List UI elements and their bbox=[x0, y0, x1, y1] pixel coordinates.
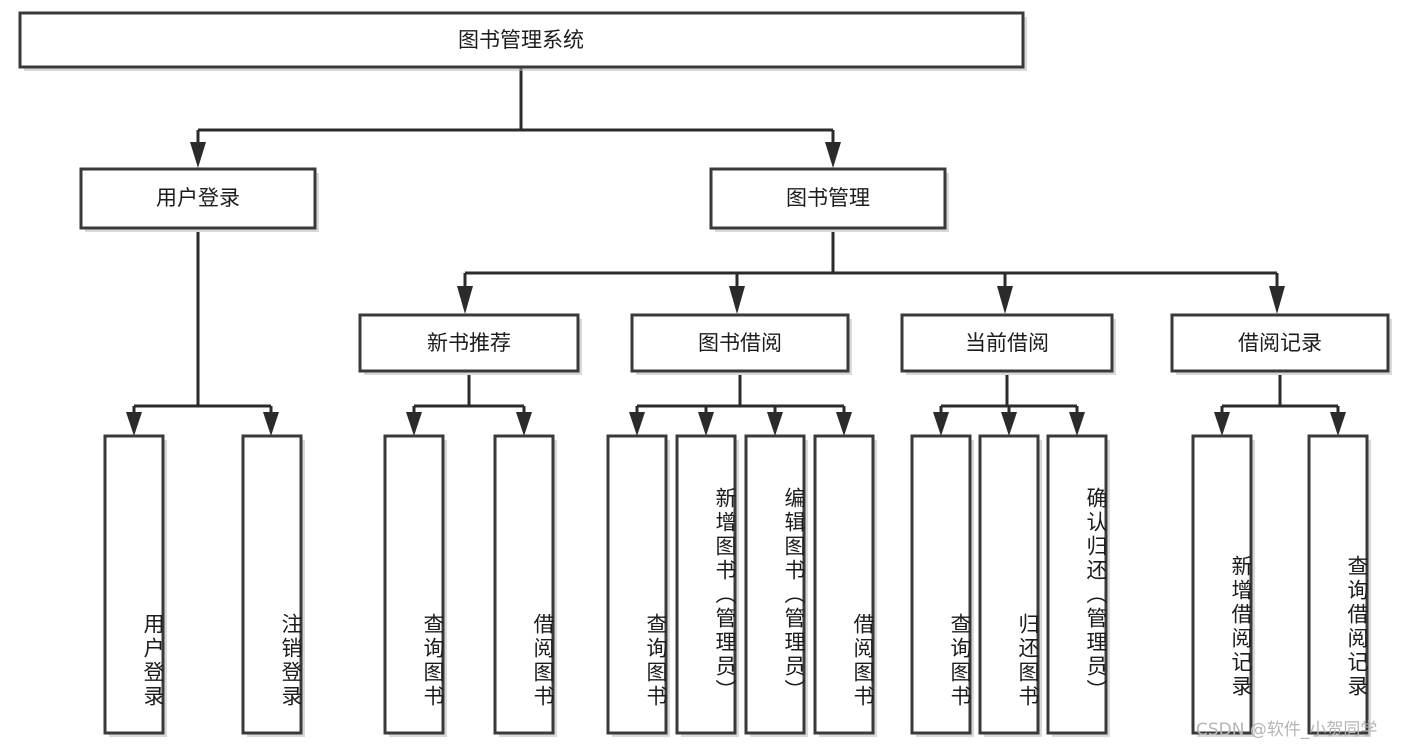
node-book-manage[interactable]: 图书管理 bbox=[709, 167, 949, 232]
arrow-head-new-book-recommend bbox=[457, 286, 473, 314]
node-root-label: 图书管理系统 bbox=[458, 28, 584, 52]
node-book-manage-label: 图书管理 bbox=[786, 186, 870, 210]
node-book-borrow[interactable]: 图书借阅 bbox=[630, 313, 852, 375]
arrow-head-leaf-edit-book bbox=[767, 412, 783, 436]
node-leaf-query-book-1[interactable] bbox=[383, 434, 447, 737]
node-borrow-record[interactable]: 借阅记录 bbox=[1170, 313, 1392, 375]
node-leaf-query-book-3[interactable] bbox=[910, 434, 974, 737]
node-leaf-edit-book[interactable] bbox=[744, 434, 808, 737]
arrow-head-leaf-query-record bbox=[1330, 412, 1346, 436]
arrow-head-leaf-user-login bbox=[126, 412, 142, 436]
node-leaf-user-logout[interactable] bbox=[241, 434, 305, 737]
node-leaf-add-book[interactable] bbox=[675, 434, 739, 737]
arrow-head-leaf-borrow-book-1 bbox=[516, 412, 532, 436]
node-new-book-recommend-label: 新书推荐 bbox=[427, 331, 511, 355]
arrow-head-current-borrow bbox=[997, 286, 1013, 314]
watermark: CSDN @软件_小贺同学 bbox=[1196, 720, 1378, 740]
arrow-head-leaf-query-book-2 bbox=[629, 412, 645, 436]
node-leaf-query-book-2[interactable] bbox=[606, 434, 670, 737]
arrow-head-leaf-add-record bbox=[1214, 412, 1230, 436]
node-leaf-confirm-return[interactable] bbox=[1046, 434, 1110, 737]
node-current-borrow-label: 当前借阅 bbox=[965, 331, 1049, 355]
node-new-book-recommend[interactable]: 新书推荐 bbox=[358, 313, 582, 375]
arrow-head-book-borrow bbox=[729, 286, 745, 314]
node-leaf-borrow-book-1[interactable] bbox=[493, 434, 557, 737]
node-user-login-label: 用户登录 bbox=[156, 186, 240, 210]
node-borrow-record-label: 借阅记录 bbox=[1238, 331, 1322, 355]
arrow-head-leaf-user-logout bbox=[263, 412, 279, 436]
connector-group-user-login bbox=[126, 232, 279, 436]
node-leaf-user-login[interactable] bbox=[103, 434, 167, 737]
connector-group-book-borrow bbox=[629, 375, 852, 436]
node-book-borrow-label: 图书借阅 bbox=[698, 331, 782, 355]
node-leaf-borrow-book-2[interactable] bbox=[813, 434, 877, 737]
arrow-head-leaf-borrow-book-2 bbox=[836, 412, 852, 436]
connector-group-borrow-record bbox=[1214, 375, 1346, 436]
node-leaf-add-record[interactable] bbox=[1191, 434, 1255, 737]
arrow-head-leaf-query-book-3 bbox=[933, 412, 949, 436]
arrow-head-leaf-query-book-1 bbox=[406, 412, 422, 436]
node-leaf-return-book[interactable] bbox=[978, 434, 1042, 737]
connector-group-book-manage bbox=[457, 232, 1285, 314]
arrow-head-leaf-add-book bbox=[698, 412, 714, 436]
node-leaf-query-record[interactable] bbox=[1307, 434, 1371, 737]
node-current-borrow[interactable]: 当前借阅 bbox=[900, 313, 1116, 375]
arrow-head-book-manage bbox=[825, 142, 841, 168]
node-user-login[interactable]: 用户登录 bbox=[79, 167, 319, 232]
arrow-head-leaf-return-book bbox=[1001, 412, 1017, 436]
arrow-head-borrow-record bbox=[1269, 286, 1285, 314]
connector-group-current-borrow bbox=[933, 375, 1085, 436]
arrow-head-user-login bbox=[190, 142, 206, 168]
node-root[interactable]: 图书管理系统 bbox=[18, 11, 1027, 71]
arrow-head-leaf-confirm-return bbox=[1069, 412, 1085, 436]
connector-group-new-book-recommend bbox=[406, 375, 532, 436]
connector-group-root bbox=[190, 67, 841, 168]
